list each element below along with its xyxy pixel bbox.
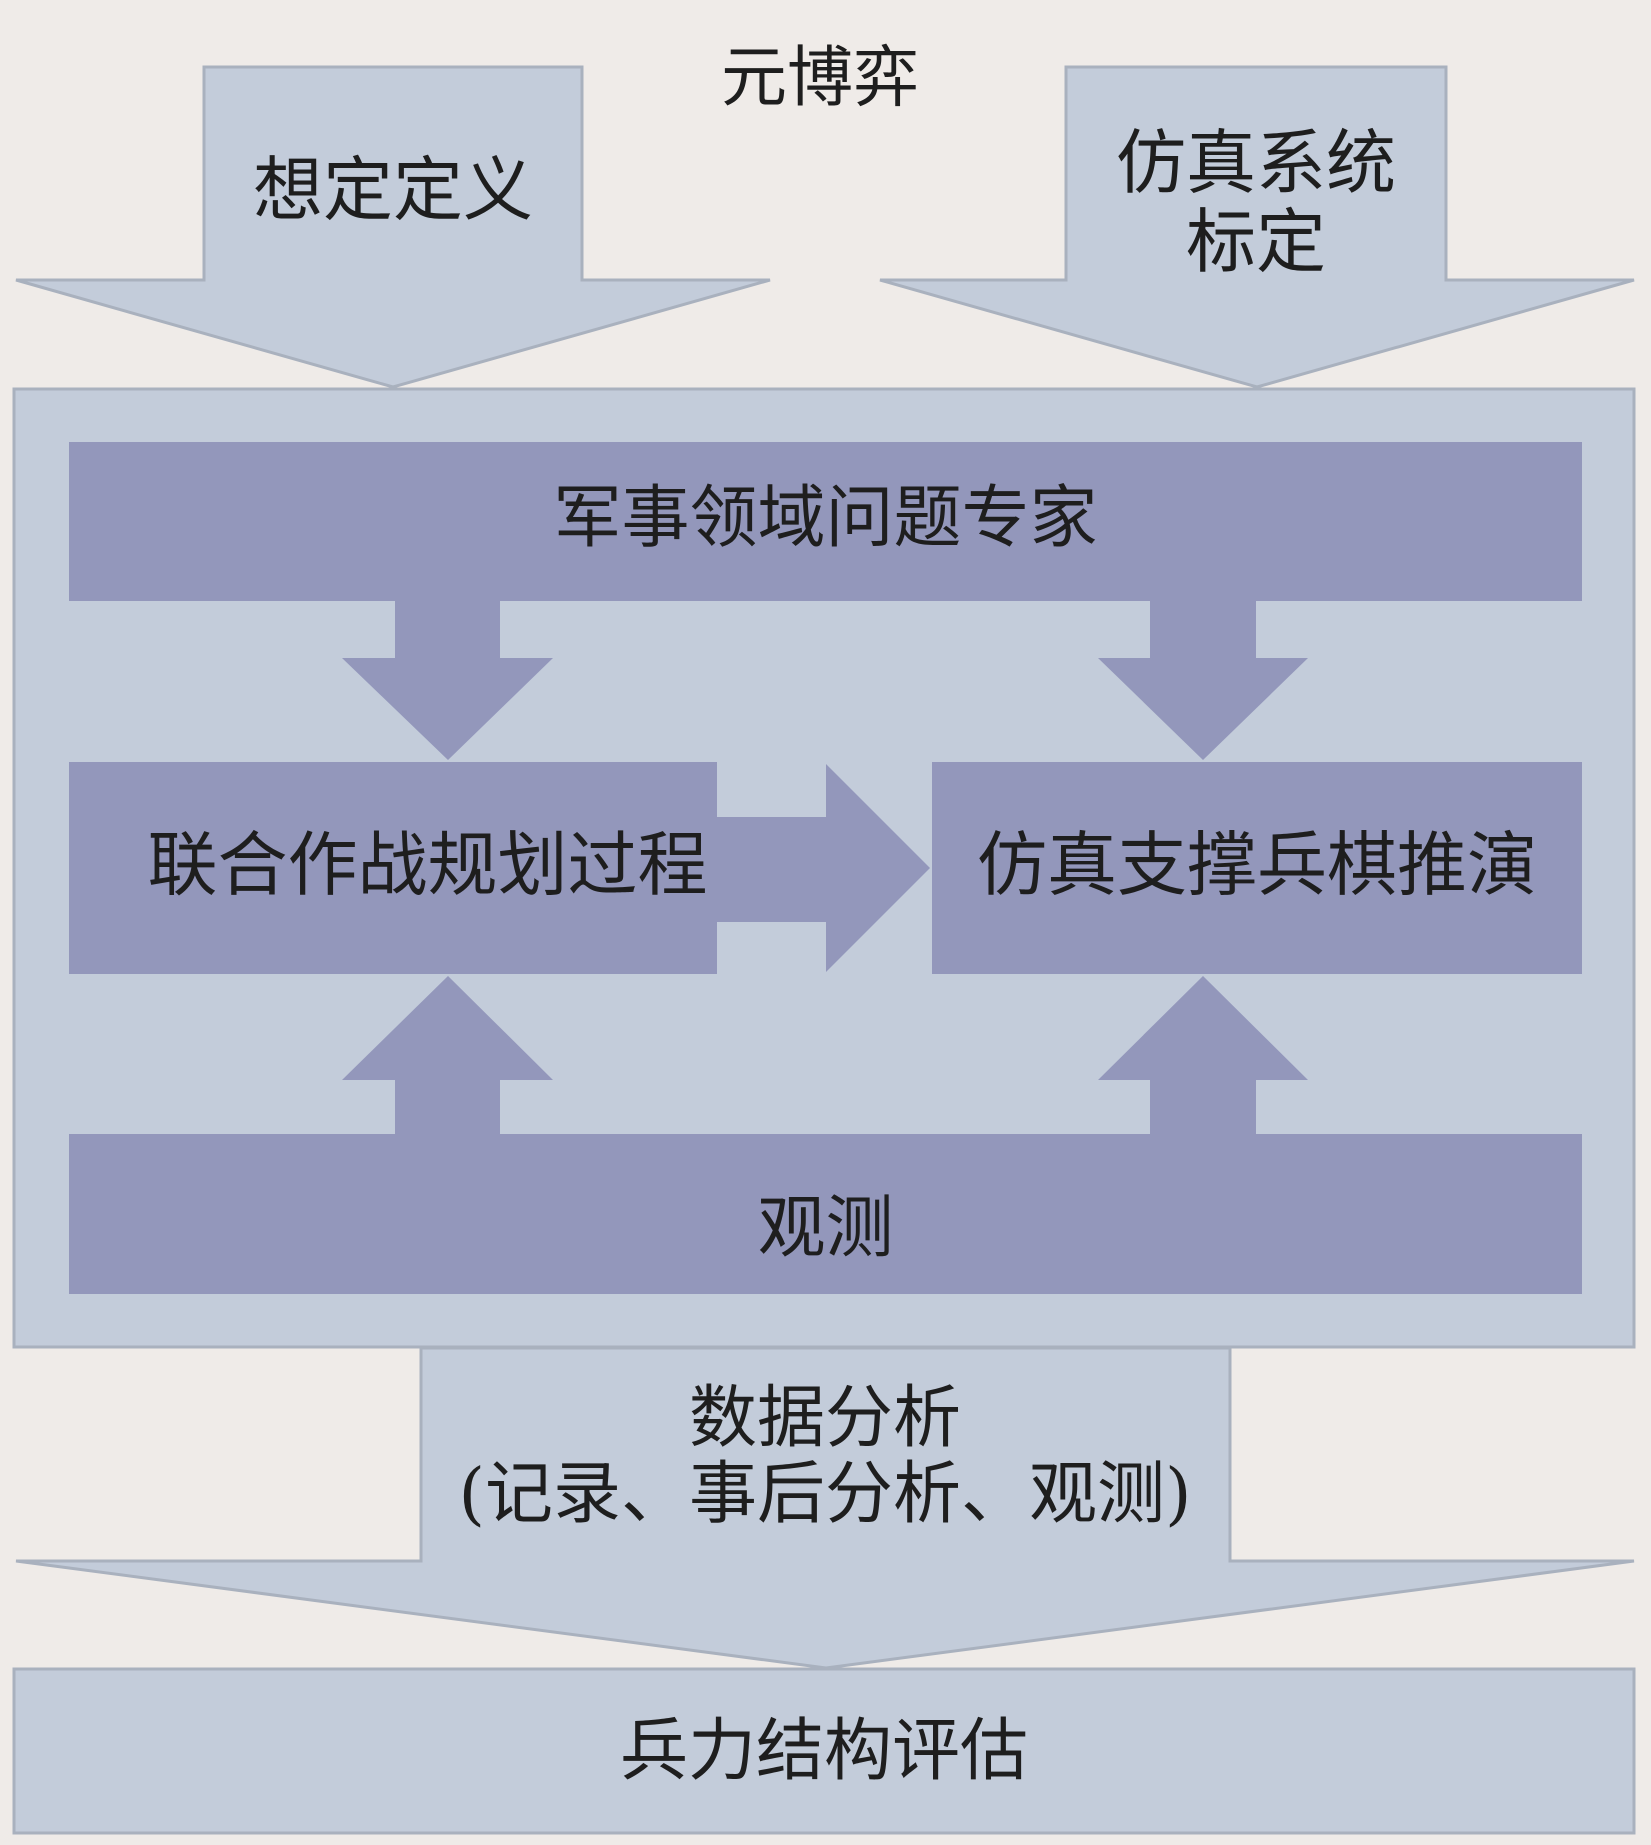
arrow-experts-to-wargame: [1098, 601, 1308, 760]
output-label: 兵力结构评估: [619, 1712, 1028, 1792]
arrow-observation-to-wargame: [1098, 976, 1308, 1134]
planning-box: [69, 762, 717, 974]
data-analysis-line-1: 数据分析: [688, 1378, 961, 1458]
wargame-label: 仿真支撑兵棋推演: [977, 823, 1537, 906]
arrow-experts-to-planning: [342, 601, 553, 760]
planning-label: 联合作战规划过程: [147, 823, 708, 906]
observation-bar: [69, 1134, 1582, 1294]
data-analysis-label: 数据分析 (记录、事后分析、观测): [400, 1362, 1250, 1552]
wargame-box: [932, 762, 1582, 974]
arrow-planning-to-wargame: [717, 764, 930, 972]
output-bar: [12, 1667, 1636, 1835]
experts-bar: [69, 442, 1582, 601]
experts-label: 军事领域问题专家: [553, 479, 1098, 559]
data-analysis-line-2: (记录、事后分析、观测): [458, 1455, 1192, 1534]
arrow-observation-to-planning: [342, 976, 553, 1134]
observation-label: 观测: [757, 1189, 894, 1269]
arrow-simulation-calibration: [879, 65, 1635, 389]
arrow-data-analysis: [15, 1346, 1635, 1670]
arrow-scenario-definition: [15, 65, 771, 389]
simulation-calibration-line-2: 标定: [1186, 200, 1326, 283]
simulation-calibration-label: 仿真系统 标定: [1066, 115, 1446, 290]
simulation-calibration-line-1: 仿真系统: [1116, 122, 1396, 205]
diagram-title: 元博弈: [721, 38, 919, 116]
scenario-definition-label: 想定定义: [253, 148, 533, 231]
